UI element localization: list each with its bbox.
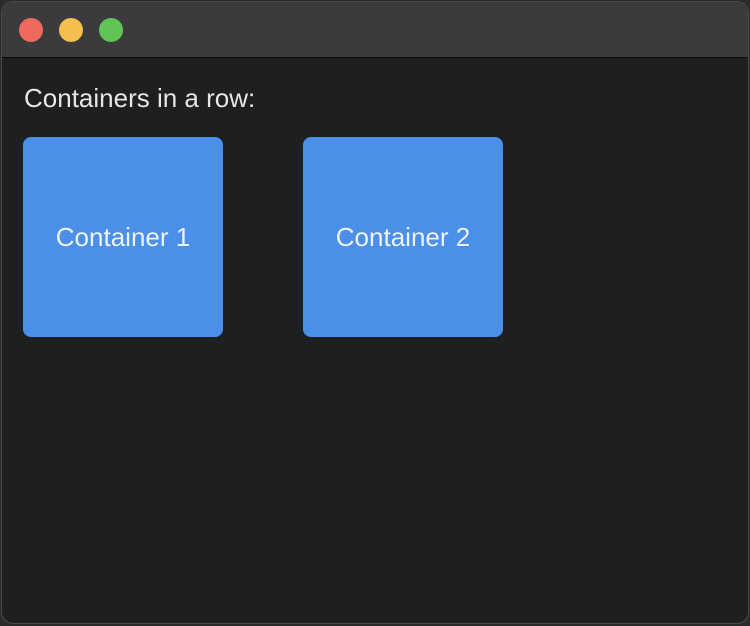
section-heading: Containers in a row: [24,83,256,113]
container-1: Container 1 [23,137,223,337]
minimize-window-button[interactable] [59,18,83,42]
zoom-window-button[interactable] [99,18,123,42]
close-window-button[interactable] [19,18,43,42]
containers-row: Container 1 Container 2 [23,137,503,337]
window-content: Containers in a row: Container 1 Contain… [2,58,748,623]
title-bar[interactable] [2,2,748,58]
container-2: Container 2 [303,137,503,337]
